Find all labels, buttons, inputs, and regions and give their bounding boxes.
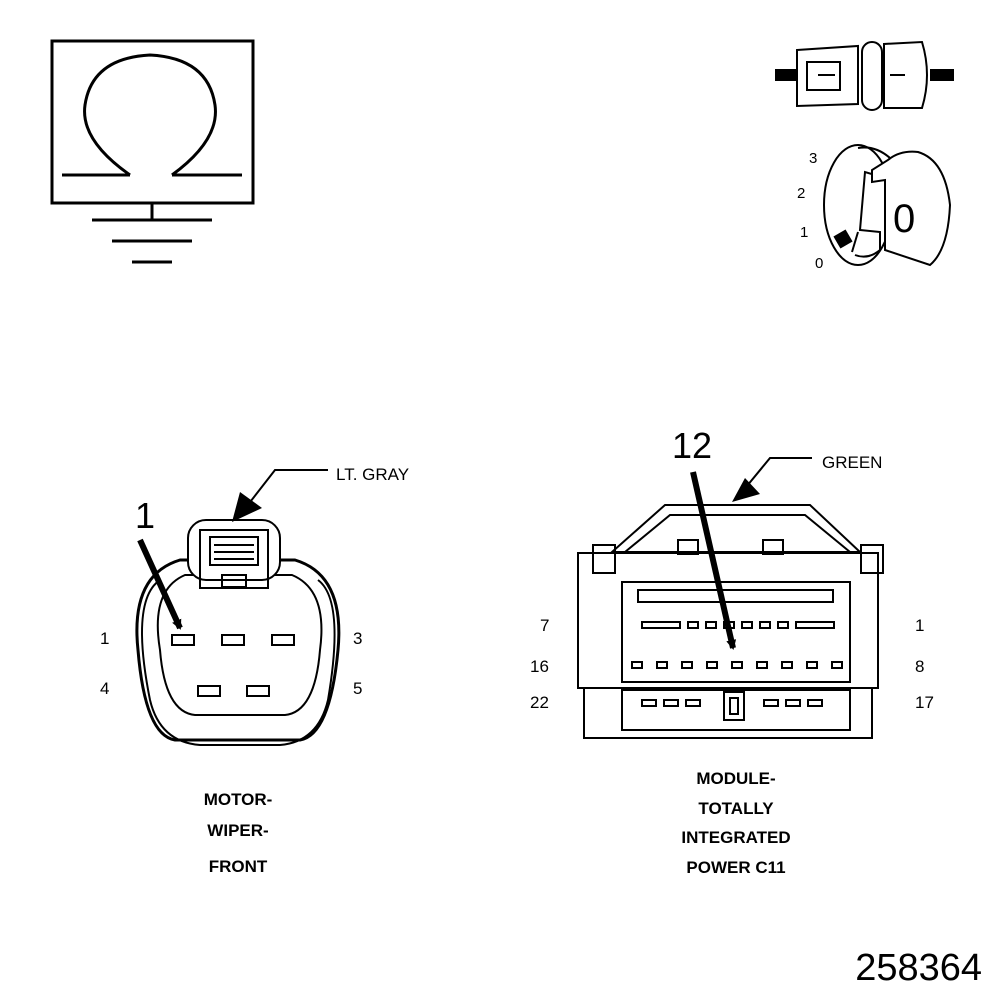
ignition-position-3: 3	[809, 150, 817, 167]
tipm-c11-pin-17: 17	[915, 693, 934, 712]
motor-wiper-pin-4: 4	[100, 679, 109, 698]
tipm-c11-name-line-1: MODULE-	[696, 769, 775, 788]
tipm-c11-pin-8: 8	[915, 657, 924, 676]
tipm-c11-leader-line	[690, 457, 812, 650]
tipm-c11-pin-7: 7	[540, 616, 549, 635]
ignition-key-label: 0	[893, 197, 915, 241]
tipm-c11-callout: 12	[672, 425, 712, 466]
motor-wiper-pin-3: 3	[353, 629, 362, 648]
motor-wiper-pin-5: 5	[353, 679, 362, 698]
figure-number: 258364	[855, 947, 982, 989]
motor-wiper-name-line-2: WIPER-	[207, 821, 268, 840]
tipm-c11-pin-1: 1	[915, 616, 924, 635]
motor-wiper-leader-line	[137, 469, 328, 630]
tipm-c11-color-label: GREEN	[822, 453, 882, 472]
motor-wiper-connector	[135, 519, 341, 746]
motor-wiper-name-line-3: FRONT	[209, 857, 268, 876]
tipm-c11-name-line-3: INTEGRATED	[681, 828, 790, 847]
disconnected-connector-icon	[775, 40, 954, 111]
motor-wiper-callout: 1	[135, 495, 155, 536]
ohmmeter-ground-icon	[50, 39, 255, 264]
tipm-c11-name-line-4: POWER C11	[686, 858, 785, 877]
tipm-c11-name-line-2: TOTALLY	[698, 799, 774, 818]
ignition-switch-icon	[823, 144, 952, 267]
tipm-c11-connector	[577, 504, 884, 739]
tipm-c11-pin-22: 22	[530, 693, 549, 712]
motor-wiper-name-line-1: MOTOR-	[204, 790, 273, 809]
ignition-position-2: 2	[797, 185, 805, 202]
ignition-position-1: 1	[800, 224, 808, 241]
motor-wiper-pin-1: 1	[100, 629, 109, 648]
ignition-position-0: 0	[815, 255, 823, 272]
tipm-c11-pin-16: 16	[530, 657, 549, 676]
motor-wiper-color-label: LT. GRAY	[336, 465, 409, 484]
